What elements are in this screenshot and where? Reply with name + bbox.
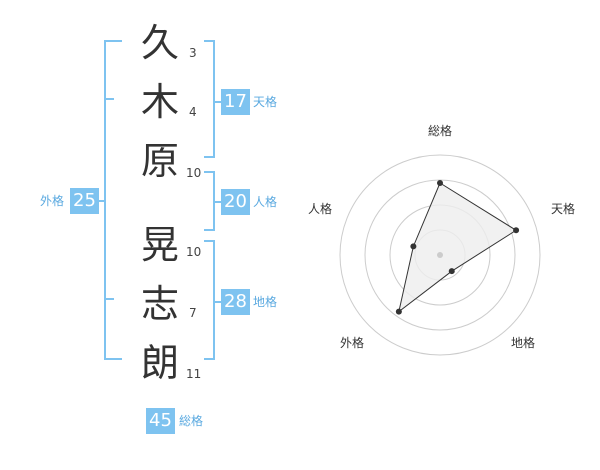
radar-chart (339, 154, 541, 356)
tenkaku-label: 天格 (253, 95, 278, 109)
radar-polygon (398, 182, 518, 313)
stroke-count-1: 3 (189, 46, 197, 60)
radar-point-5 (410, 243, 417, 250)
gaikaku-label: 外格 (40, 194, 65, 208)
stroke-count-2: 4 (189, 105, 197, 119)
name-char-2: 木 (140, 80, 179, 124)
stroke-count-6: 11 (186, 367, 202, 381)
jinkaku-label: 人格 (253, 195, 278, 209)
name-char-5: 志 (140, 282, 179, 326)
stroke-count-3: 10 (186, 166, 202, 180)
jinkaku-badge: 20 (221, 189, 250, 215)
radar-point-1 (437, 180, 443, 186)
radar-point-4 (395, 308, 402, 315)
tenkaku-badge: 17 (221, 89, 250, 115)
radar-point-3 (448, 268, 455, 275)
name-char-6: 朗 (140, 341, 179, 385)
radar-axis-label-chikaku: 地格 (511, 336, 536, 350)
radar-axis-label-soukaku: 総格 (428, 124, 453, 138)
radar-ring-1 (339, 154, 541, 356)
radar-point-2 (513, 227, 520, 234)
stroke-count-5: 7 (189, 306, 197, 320)
gaikaku-badge: 25 (70, 188, 99, 214)
soukaku-label: 総格 (179, 414, 204, 428)
soukaku-badge: 45 (146, 408, 175, 434)
stroke-count-4: 10 (186, 245, 202, 259)
radar-axis-label-tenkaku: 天格 (551, 202, 576, 216)
radar-axis-label-jinkaku: 人格 (308, 202, 333, 216)
chikaku-badge: 28 (221, 289, 250, 315)
radar-axis-label-gaikaku: 外格 (340, 336, 365, 350)
radar-center (437, 252, 443, 258)
chikaku-label: 地格 (253, 295, 278, 309)
name-char-3: 原 (140, 139, 179, 183)
name-char-1: 久 (140, 21, 179, 65)
name-char-4: 晃 (140, 223, 179, 267)
